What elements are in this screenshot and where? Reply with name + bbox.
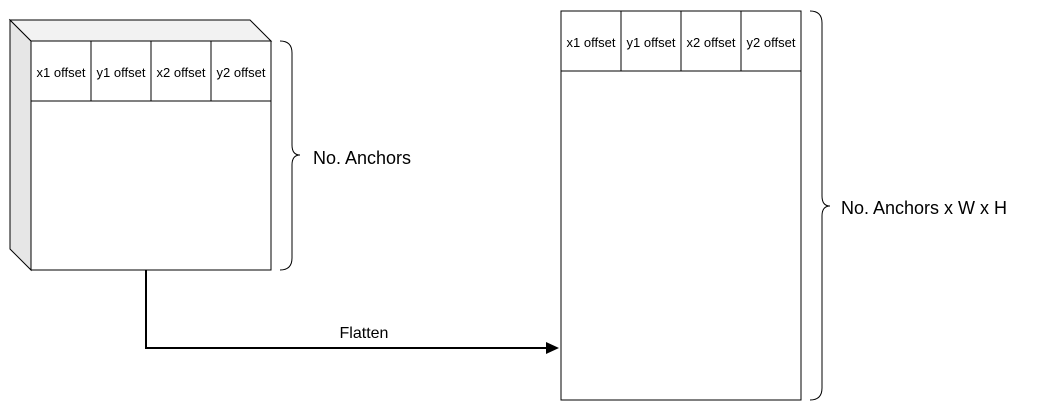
right-col-x1: x1 offset (567, 35, 616, 50)
right-brace (809, 10, 831, 401)
left-header-cell (210, 40, 272, 102)
left-tensor-side-face (9, 18, 32, 272)
right-header-cell (560, 10, 622, 72)
right-header-cell (740, 10, 802, 72)
left-header-cell (30, 40, 92, 102)
right-tensor-header-row: x1 offset y1 offset x2 offset y2 offset (560, 10, 802, 72)
right-tensor-box (560, 10, 802, 401)
left-col-y2: y2 offset (217, 65, 266, 80)
right-col-x2: x2 offset (687, 35, 736, 50)
right-header-cell (680, 10, 742, 72)
left-col-x1: x1 offset (37, 65, 86, 80)
left-header-cell (90, 40, 152, 102)
left-col-x2: x2 offset (157, 65, 206, 80)
right-header-cell (620, 10, 682, 72)
right-col-y2: y2 offset (747, 35, 796, 50)
right-brace-label: No. Anchors x W x H (841, 198, 1007, 218)
flatten-label: Flatten (340, 325, 389, 342)
flatten-arrow-line (145, 270, 549, 349)
left-col-y1: y1 offset (97, 65, 146, 80)
left-tensor-header-row: x1 offset y1 offset x2 offset y2 offset (30, 40, 272, 102)
flatten-arrowhead (546, 342, 559, 354)
left-brace (279, 40, 301, 271)
left-brace-label: No. Anchors (313, 148, 411, 168)
right-col-y1: y1 offset (627, 35, 676, 50)
left-tensor-top-face (8, 19, 273, 42)
